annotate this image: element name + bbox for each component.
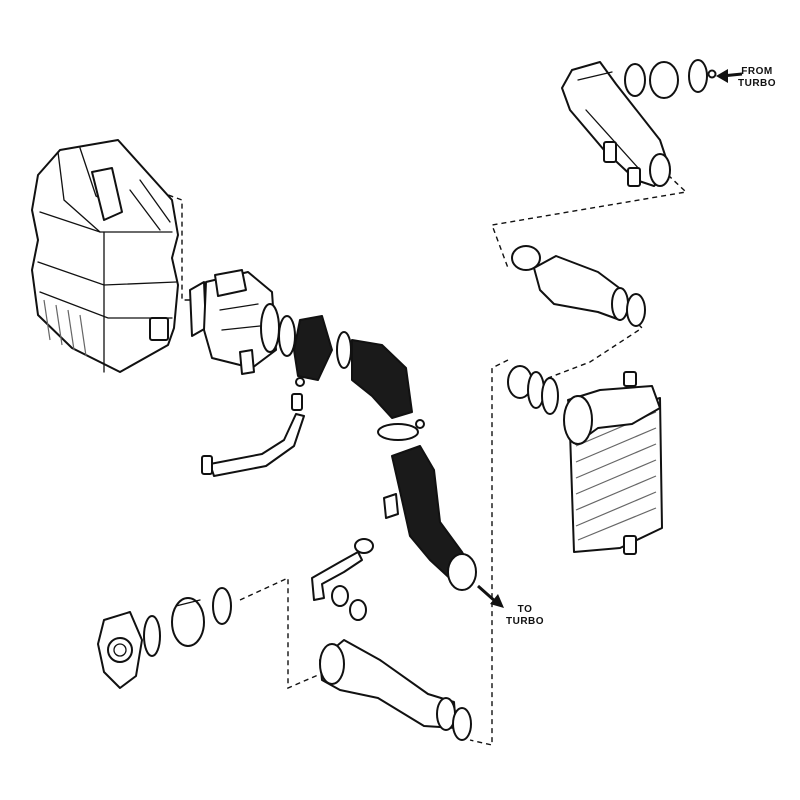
intercooler-outlet-hose [319, 639, 472, 741]
air-flow-meter [189, 269, 280, 375]
from-turbo-arrow [716, 69, 743, 83]
to-turbo-label-line2: TURBO [506, 616, 545, 627]
from-turbo-label-line1: FROM [741, 66, 773, 77]
intercooler-inlet-hose [511, 245, 646, 327]
connection-guide-lines [159, 174, 688, 746]
throttle-body [97, 587, 232, 689]
clamp-screw [415, 419, 425, 429]
hose-clamp [278, 315, 296, 357]
from-turbo-label: FROM TURBO [738, 66, 776, 90]
to-turbo-label: TO TURBO [506, 604, 544, 628]
to-turbo-arrow [477, 584, 504, 608]
hose-nipple [383, 493, 399, 519]
intake-hose-black [293, 315, 333, 381]
intercooler [507, 365, 663, 555]
from-turbo-label-line2: TURBO [738, 78, 777, 89]
hose-clamp [377, 423, 419, 441]
turbo-outlet-pipe [561, 59, 717, 187]
small-bypass-hose [201, 377, 305, 477]
hose-clamp [336, 331, 352, 369]
intake-elbow-hose-black [351, 339, 413, 419]
vacuum-hose [311, 538, 374, 621]
hose-clamp [447, 553, 477, 591]
air-cleaner-box [31, 139, 179, 373]
to-turbo-label-line1: TO [517, 604, 533, 615]
